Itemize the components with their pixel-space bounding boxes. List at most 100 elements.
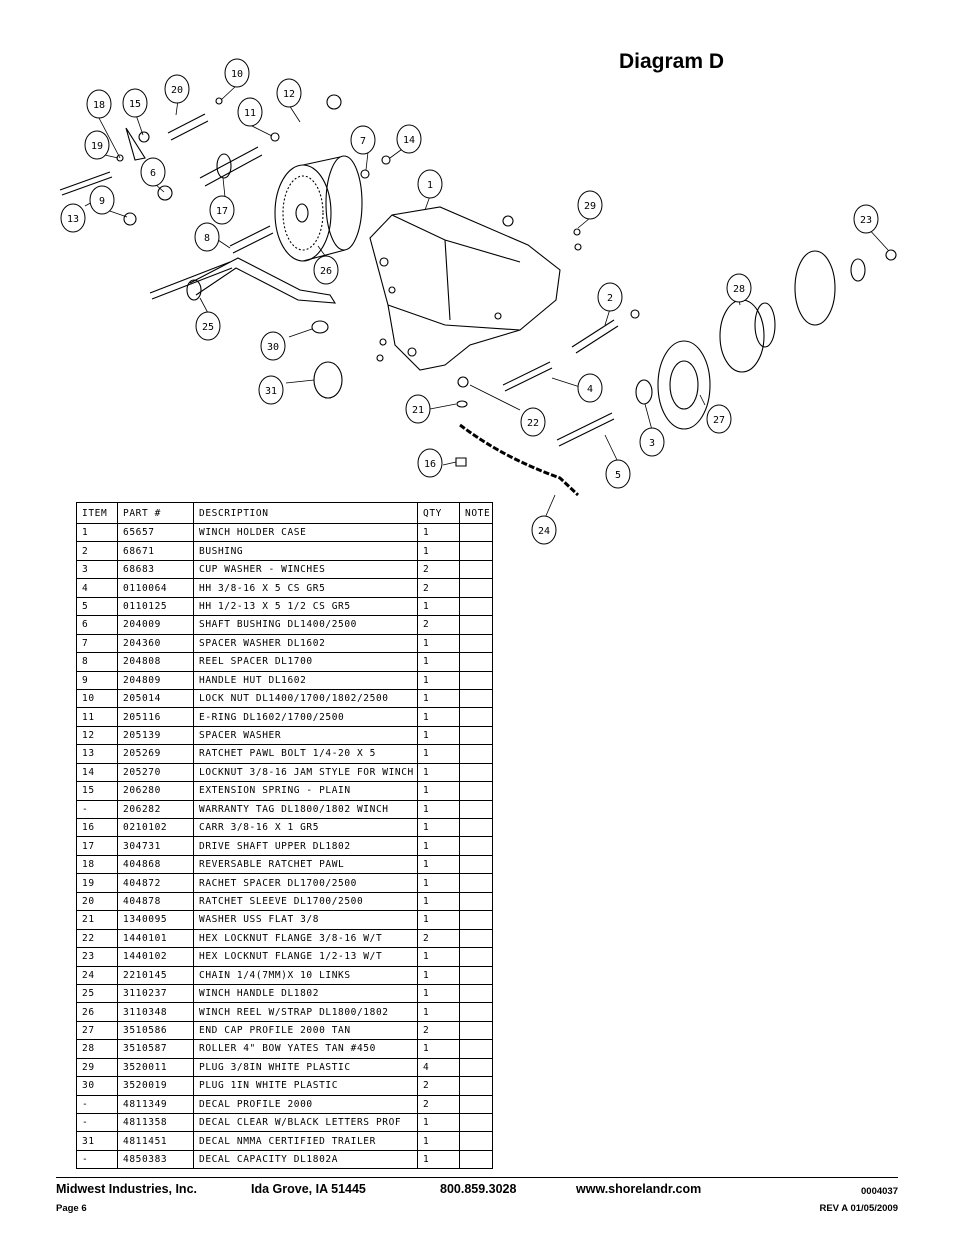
cell-qty: 1 — [417, 817, 460, 838]
cell-item: - — [76, 1112, 118, 1133]
callout-circle — [209, 195, 235, 225]
cell-item: 13 — [76, 744, 118, 764]
cell-note — [459, 983, 493, 1004]
cell-note — [459, 1112, 493, 1133]
cell-qty: 1 — [417, 541, 460, 561]
cell-description: HANDLE HUT DL1602 — [193, 670, 418, 690]
cell-note — [459, 781, 493, 801]
callout-1: 1 — [427, 180, 433, 191]
callout-circle — [577, 373, 603, 403]
cell-note — [459, 836, 493, 856]
cell-note — [459, 688, 493, 709]
cell-item: 31 — [76, 1131, 118, 1151]
cell-note — [459, 541, 493, 561]
cell-note — [459, 1076, 493, 1096]
callout-2: 2 — [607, 293, 613, 304]
cell-description: REVERSABLE RATCHET PAWL — [193, 854, 418, 875]
cell-part-number: 206282 — [117, 799, 194, 820]
cell-note — [459, 1039, 493, 1059]
callout-numbers: 18 15 20 10 12 11 19 6 7 14 1 13 9 17 8 … — [67, 69, 872, 537]
cell-qty: 2 — [417, 1020, 460, 1041]
diagram-title: Diagram D — [619, 50, 725, 73]
column-header-part: PART # — [117, 502, 194, 524]
callout-12: 12 — [283, 89, 295, 100]
callout-15: 15 — [129, 99, 141, 110]
cell-description: HH 3/8-16 X 5 CS GR5 — [193, 578, 418, 598]
callout-circle — [605, 459, 631, 489]
cell-item: 24 — [76, 965, 118, 985]
cell-description: SPACER WASHER DL1602 — [193, 633, 418, 654]
cell-qty: 1 — [417, 781, 460, 801]
cell-part-number: 205270 — [117, 762, 194, 783]
callout-circle — [520, 407, 546, 437]
cell-qty: 1 — [417, 652, 460, 672]
callout-25: 25 — [202, 322, 214, 333]
callout-circle — [122, 88, 148, 118]
cell-part-number: 3110348 — [117, 1002, 194, 1022]
cell-part-number: 1440101 — [117, 928, 194, 949]
cell-part-number: 68683 — [117, 559, 194, 580]
cell-item: 3 — [76, 559, 118, 580]
cell-item: 25 — [76, 983, 118, 1004]
callout-circle — [313, 255, 339, 285]
column-header-description: DESCRIPTION — [193, 502, 418, 524]
callout-circle — [396, 124, 422, 154]
cell-part-number: 204809 — [117, 670, 194, 690]
cell-description: WINCH REEL W/STRAP DL1800/1802 — [193, 1002, 418, 1022]
column-header-item: ITEM — [76, 502, 118, 524]
callout-circle — [195, 311, 221, 341]
callout-circle — [260, 331, 286, 361]
cell-qty: 1 — [417, 633, 460, 654]
cell-note — [459, 891, 493, 912]
cell-qty: 2 — [417, 928, 460, 949]
cell-item: 14 — [76, 762, 118, 783]
cell-qty: 1 — [417, 965, 460, 985]
cell-description: HEX LOCKNUT FLANGE 1/2-13 W/T — [193, 947, 418, 967]
cell-note — [459, 910, 493, 930]
callout-circle — [726, 273, 752, 303]
cell-part-number: 204360 — [117, 633, 194, 654]
callout-3: 3 — [649, 438, 655, 449]
callout-27: 27 — [713, 415, 725, 426]
callout-circle — [853, 204, 879, 234]
cell-part-number: 0110064 — [117, 578, 194, 598]
callout-circle — [350, 125, 376, 155]
callout-22: 22 — [527, 418, 539, 429]
cell-description: DECAL PROFILE 2000 — [193, 1094, 418, 1115]
cell-description: HEX LOCKNUT FLANGE 3/8-16 W/T — [193, 928, 418, 949]
callout-circle — [706, 404, 732, 434]
cell-part-number: 3510586 — [117, 1020, 194, 1041]
callout-circle — [405, 394, 431, 424]
cell-description: RACHET SPACER DL1700/2500 — [193, 873, 418, 893]
cell-item: 10 — [76, 688, 118, 709]
cell-note — [459, 854, 493, 875]
cell-description: WASHER USS FLAT 3/8 — [193, 910, 418, 930]
cell-part-number: 206280 — [117, 781, 194, 801]
exploded-parts-diagram: 18 15 20 10 12 11 19 6 7 14 1 13 9 17 8 … — [59, 58, 897, 545]
cell-qty: 1 — [417, 1002, 460, 1022]
cell-note — [459, 1131, 493, 1151]
cell-item: 23 — [76, 947, 118, 967]
part-drawings — [59, 94, 897, 497]
callout-7: 7 — [360, 136, 366, 147]
cell-description: DECAL NMMA CERTIFIED TRAILER — [193, 1131, 418, 1151]
cell-note — [459, 1149, 493, 1170]
company-phone: 800.859.3028 — [440, 1182, 517, 1196]
cell-note — [459, 1094, 493, 1115]
cell-part-number: 0110125 — [117, 596, 194, 617]
cell-qty: 1 — [417, 596, 460, 617]
cell-note — [459, 578, 493, 598]
cell-item: 4 — [76, 578, 118, 598]
document-number: 0004037 — [861, 1186, 898, 1197]
